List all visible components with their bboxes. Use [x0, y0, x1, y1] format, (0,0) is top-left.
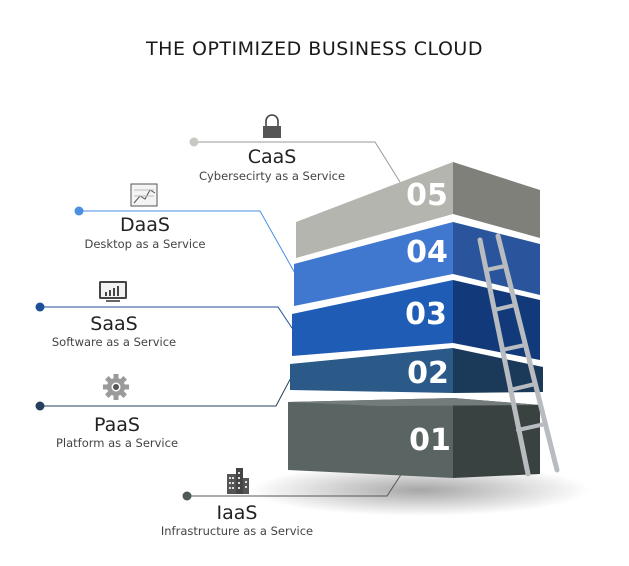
layer-name-caas: CaaS	[248, 146, 297, 168]
layer-number-03: 03	[405, 297, 447, 332]
dot-iaas	[182, 491, 192, 501]
layer-desc-caas: Cybersecirty as a Service	[199, 169, 345, 183]
layer-04: 04	[294, 222, 540, 306]
layer-name-paas: PaaS	[94, 414, 140, 436]
connector-caas	[194, 141, 401, 183]
connector-saas	[40, 306, 297, 335]
layer-number-02: 02	[407, 356, 449, 391]
stack-shadow	[250, 464, 590, 516]
layer-desc-iaas: Infrastructure as a Service	[161, 524, 313, 538]
layer-number-05: 05	[406, 178, 448, 213]
line-chart-icon	[130, 183, 158, 207]
layer-name-saas: SaaS	[90, 313, 137, 335]
layer-01: 01	[288, 398, 540, 478]
layer-number-04: 04	[406, 235, 448, 270]
connector-iaas	[187, 469, 405, 497]
layer-05: 05	[296, 162, 540, 258]
ladder	[477, 233, 560, 477]
layer-02: 02	[290, 348, 543, 393]
dot-paas	[35, 401, 45, 411]
layer-desc-daas: Desktop as a Service	[85, 237, 206, 251]
dot-saas	[35, 302, 45, 312]
dot-caas	[189, 137, 199, 147]
monitor-chart-icon	[99, 281, 127, 302]
buildings-icon	[227, 468, 249, 494]
diagram-title: THE OPTIMIZED BUSINESS CLOUD	[146, 38, 483, 60]
layer-desc-saas: Software as a Service	[52, 335, 176, 349]
gear-icon	[103, 374, 129, 400]
connector-paas	[40, 371, 295, 407]
layer-name-iaas: IaaS	[217, 502, 258, 524]
layer-desc-paas: Platform as a Service	[56, 436, 178, 450]
padlock-icon	[263, 114, 281, 138]
layer-name-daas: DaaS	[120, 214, 170, 236]
dot-daas	[74, 206, 84, 216]
layer-number-01: 01	[409, 423, 451, 458]
connector-daas	[79, 210, 297, 276]
